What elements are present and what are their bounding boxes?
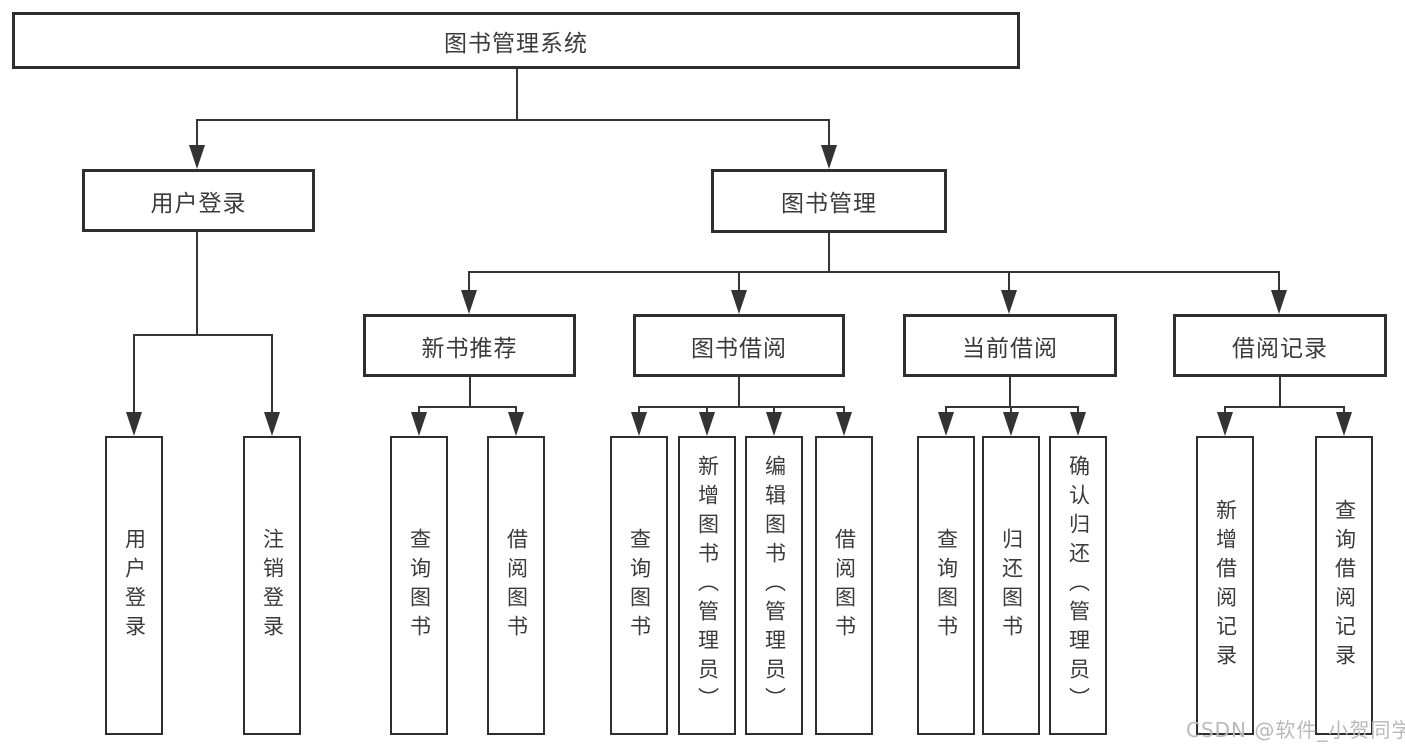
connector-l2-arm-4 — [1278, 271, 1280, 291]
leaf-user-login: 用户登录 — [105, 436, 163, 735]
arrowhead-add-borrow-record — [1217, 412, 1233, 436]
node-current-borrowing-label: 当前借阅 — [962, 335, 1058, 362]
connector-l2-arm-1 — [468, 271, 470, 291]
leaf-query-books-2: 查询图书 — [610, 436, 668, 735]
connector-recommend-arm-2 — [515, 406, 517, 415]
leaf-borrow-books-1: 借阅图书 — [487, 436, 545, 735]
watermark: CSDN @软件_小贺同学 — [1186, 718, 1405, 742]
node-borrowing-records: 借阅记录 — [1173, 314, 1387, 377]
connector-records-arm-1 — [1224, 406, 1226, 415]
leaf-user-login-label: 用户登录 — [122, 527, 147, 644]
leaf-query-borrow-record-label: 查询借阅记录 — [1332, 498, 1357, 673]
connector-current-arm-2 — [1010, 406, 1012, 415]
connector-records-stub — [1279, 377, 1281, 407]
connector-borrowing-arm-1 — [638, 406, 640, 415]
node-root: 图书管理系统 — [12, 12, 1020, 69]
connector-borrowing-arm-4 — [843, 406, 845, 415]
leaf-confirm-return-admin-label: 确认归还（管理员） — [1066, 455, 1091, 716]
node-current-borrowing: 当前借阅 — [903, 314, 1117, 377]
connector-user-login-rail — [134, 334, 273, 336]
leaf-query-books-2-label: 查询图书 — [627, 527, 652, 644]
connector-current-arm-3 — [1077, 406, 1079, 415]
node-borrowing-records-label: 借阅记录 — [1232, 335, 1328, 362]
node-new-book-recommend: 新书推荐 — [363, 314, 576, 377]
leaf-return-books: 归还图书 — [982, 436, 1040, 735]
arrowhead-borrowing-records — [1271, 290, 1287, 314]
node-user-login: 用户登录 — [82, 169, 315, 232]
arrowhead-query-books-2 — [631, 412, 647, 436]
leaf-add-borrow-record: 新增借阅记录 — [1196, 436, 1254, 735]
connector-book-mgmt-stub — [828, 233, 830, 272]
arrowhead-book-borrowing — [731, 290, 747, 314]
connector-user-login-arm-2 — [271, 334, 273, 414]
leaf-confirm-return-admin: 确认归还（管理员） — [1049, 436, 1107, 735]
connector-recommend-arm-1 — [418, 406, 420, 415]
connector-current-arm-1 — [945, 406, 947, 415]
node-book-management: 图书管理 — [711, 169, 947, 233]
leaf-query-books-1-label: 查询图书 — [407, 527, 432, 644]
arrowhead-new-book-recommend — [461, 290, 477, 314]
connector-records-rail — [1225, 406, 1345, 408]
arrowhead-edit-books — [766, 412, 782, 436]
leaf-logout: 注销登录 — [243, 436, 301, 735]
connector-l2-arm-2 — [738, 271, 740, 291]
node-book-management-label: 图书管理 — [781, 191, 877, 217]
arrowhead-confirm-return — [1070, 412, 1086, 436]
leaf-query-books-3: 查询图书 — [917, 436, 975, 735]
connector-l1-rail — [197, 119, 830, 121]
arrowhead-borrow-books-1 — [508, 412, 524, 436]
leaf-edit-books-admin: 编辑图书（管理员） — [745, 436, 803, 735]
leaf-add-books-admin: 新增图书（管理员） — [678, 436, 736, 735]
leaf-query-books-1: 查询图书 — [390, 436, 448, 735]
arrowhead-current-borrowing — [1001, 290, 1017, 314]
connector-recommend-stub — [469, 377, 471, 407]
leaf-query-borrow-record: 查询借阅记录 — [1315, 436, 1373, 735]
leaf-borrow-books-2: 借阅图书 — [815, 436, 873, 735]
arrowhead-query-books-1 — [411, 412, 427, 436]
leaf-borrow-books-2-label: 借阅图书 — [832, 527, 857, 644]
arrowhead-query-books-3 — [938, 412, 954, 436]
connector-l2-rail — [469, 271, 1280, 273]
arrowhead-leaf-logout — [264, 412, 280, 436]
node-book-borrowing-label: 图书借阅 — [691, 335, 787, 362]
leaf-logout-label: 注销登录 — [260, 527, 285, 644]
connector-user-login-stub — [196, 232, 198, 335]
node-user-login-label: 用户登录 — [150, 190, 247, 217]
connector-root-stub — [516, 69, 518, 120]
connector-l2-arm-3 — [1008, 271, 1010, 291]
arrowhead-leaf-user-login — [126, 412, 142, 436]
connector-current-rail — [946, 406, 1079, 408]
node-book-borrowing: 图书借阅 — [633, 314, 845, 377]
arrowhead-borrow-books-2 — [836, 412, 852, 436]
connector-borrowing-arm-2 — [706, 406, 708, 415]
arrowhead-book-management — [821, 145, 837, 169]
leaf-add-books-admin-label: 新增图书（管理员） — [695, 455, 720, 716]
connector-l1-arm-right — [828, 119, 830, 147]
connector-current-stub — [1009, 377, 1011, 407]
arrowhead-user-login — [189, 145, 205, 169]
leaf-edit-books-admin-label: 编辑图书（管理员） — [762, 455, 787, 716]
leaf-borrow-books-1-label: 借阅图书 — [504, 527, 529, 644]
connector-l1-arm-left — [196, 119, 198, 147]
arrowhead-add-books — [699, 412, 715, 436]
node-new-book-recommend-label: 新书推荐 — [421, 335, 518, 362]
node-root-label: 图书管理系统 — [444, 30, 588, 57]
connector-borrowing-arm-3 — [773, 406, 775, 415]
arrowhead-query-borrow-record — [1336, 412, 1352, 436]
connector-records-arm-2 — [1343, 406, 1345, 415]
arrowhead-return-books — [1003, 412, 1019, 436]
connector-borrowing-stub — [738, 377, 740, 407]
connector-recommend-rail — [419, 406, 517, 408]
connector-user-login-arm-1 — [133, 334, 135, 414]
leaf-return-books-label: 归还图书 — [999, 527, 1024, 644]
connector-borrowing-rail — [639, 406, 845, 408]
leaf-query-books-3-label: 查询图书 — [934, 527, 959, 644]
leaf-add-borrow-record-label: 新增借阅记录 — [1213, 498, 1238, 673]
